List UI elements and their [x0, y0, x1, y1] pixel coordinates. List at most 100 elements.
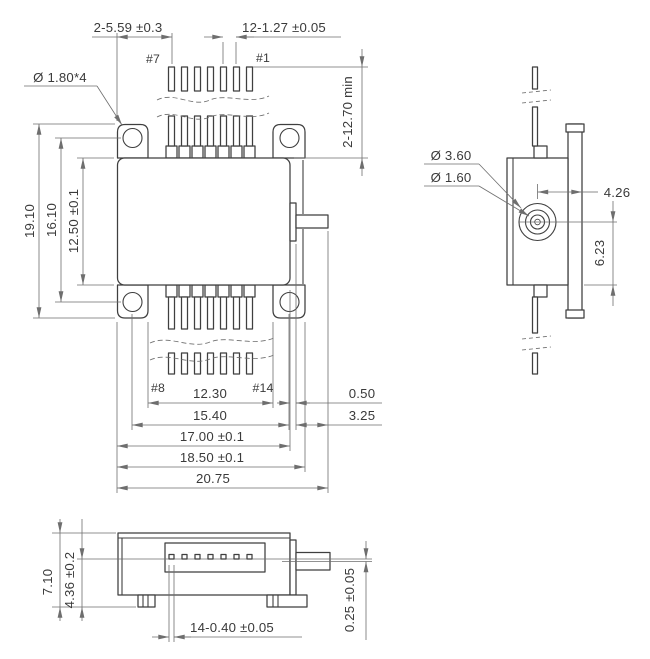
pin — [167, 352, 176, 375]
flange-cap-bottom — [565, 309, 585, 319]
pin-end — [168, 553, 175, 560]
dim-text-port-to-flange: 4.26 — [604, 185, 630, 200]
mount-hole — [122, 291, 143, 313]
pin — [206, 66, 215, 92]
pin — [245, 115, 254, 147]
pin — [219, 296, 228, 330]
pin-seat — [178, 145, 191, 159]
dim-text-flange-width: 19.10 — [22, 204, 37, 238]
fiber-snout — [289, 202, 329, 242]
pin-end — [207, 553, 214, 560]
pin — [232, 296, 241, 330]
pin — [245, 66, 254, 92]
pin — [206, 352, 215, 375]
pin-seat — [165, 284, 178, 298]
dim-text-pin-offset: 2-5.59 ±0.3 — [94, 20, 163, 35]
pin-label-7: #7 — [146, 52, 160, 66]
pin-side — [531, 66, 539, 90]
pin — [167, 115, 176, 147]
pin — [206, 115, 215, 147]
flange-ear-top-right — [272, 123, 306, 159]
pin — [193, 296, 202, 330]
flange-plate — [567, 123, 583, 319]
snout-tube — [295, 214, 329, 229]
pin-side — [531, 296, 539, 334]
dim-text-hole-spacing-v: 16.10 — [44, 203, 59, 237]
pin — [193, 66, 202, 92]
side-view: 4.26 6.23 Ø 3.60 Ø 1.60 — [424, 66, 630, 375]
pin-seat — [191, 145, 204, 159]
side-view-dimensions: 4.26 6.23 Ø 3.60 Ø 1.60 — [424, 148, 630, 306]
pin — [219, 352, 228, 375]
break-line — [521, 346, 552, 351]
dim-text-pin-length: 2-12.70 min — [340, 76, 355, 148]
dim-text-flange-length: 18.50 ±0.1 — [180, 450, 244, 465]
pin — [245, 296, 254, 330]
pin — [232, 66, 241, 92]
pin — [219, 115, 228, 147]
pin-end — [233, 553, 240, 560]
pin-seat-side — [533, 145, 548, 159]
pin — [193, 115, 202, 147]
dim-text-ferrule-inner: Ø 1.60 — [431, 170, 472, 185]
pin-side — [531, 106, 539, 147]
dim-text-total-height: 7.10 — [40, 569, 55, 595]
pin-seat — [204, 145, 217, 159]
break-line — [521, 99, 552, 104]
break-line — [149, 354, 275, 362]
mount-hole — [279, 127, 300, 149]
dim-text-boss-offset: 0.50 — [349, 386, 375, 401]
pin-side — [531, 352, 539, 375]
pin — [167, 296, 176, 330]
pin — [232, 352, 241, 375]
front-view: 7.10 4.36 ±0.2 14-0.40 ±0.05 0.25 ±0.05 — [40, 519, 372, 642]
pin — [206, 296, 215, 330]
pin-seat — [217, 145, 230, 159]
pin — [180, 66, 189, 92]
pin — [180, 352, 189, 375]
top-view-dimensions: 2-5.59 ±0.3 12-1.27 ±0.05 Ø 1.80*4 2-12.… — [22, 20, 382, 493]
pin-label-1: #1 — [256, 51, 270, 65]
package-body — [116, 157, 291, 286]
dim-text-body-width: 12.50 ±0.1 — [66, 189, 81, 253]
break-line — [149, 337, 275, 345]
dim-text-mount-hole: Ø 1.80*4 — [33, 70, 87, 85]
pin-seat — [204, 284, 217, 298]
snout-base — [289, 202, 297, 242]
flange-cap-top — [565, 123, 585, 133]
leader-line — [96, 85, 123, 126]
top-view: 2-5.59 ±0.3 12-1.27 ±0.05 Ø 1.80*4 2-12.… — [22, 20, 382, 493]
pin — [245, 352, 254, 375]
flange-foot-right — [266, 594, 308, 608]
pin — [180, 115, 189, 147]
pin-end — [220, 553, 227, 560]
pin-seat — [165, 145, 178, 159]
pin-end — [194, 553, 201, 560]
pin-label-8: #8 — [151, 381, 165, 395]
pin-seat — [243, 284, 256, 298]
leader-line — [478, 185, 530, 217]
pin — [193, 352, 202, 375]
break-line — [521, 335, 552, 340]
flange-ear-bottom-left — [116, 284, 149, 319]
dim-text-pin-span: 12.30 — [193, 386, 227, 401]
dim-text-centerline-offset: 0.25 ±0.05 — [342, 568, 357, 632]
pin-end — [246, 553, 253, 560]
package-body-side — [506, 157, 569, 286]
mount-hole — [279, 291, 300, 313]
break-line — [156, 95, 270, 103]
dim-text-pin-width: 12-1.27 ±0.05 — [242, 20, 326, 35]
pin — [219, 66, 228, 92]
flange-ear-bottom-right — [272, 284, 306, 319]
front-view-dimensions: 7.10 4.36 ±0.2 14-0.40 ±0.05 0.25 ±0.05 — [40, 519, 369, 642]
pin-row-upper — [156, 66, 270, 159]
pin-seat-side — [533, 284, 548, 298]
flange-ear-top-left — [116, 123, 149, 159]
mount-hole — [122, 127, 143, 149]
leader-line — [478, 163, 522, 209]
break-line — [521, 89, 552, 94]
dim-text-body-length: 17.00 ±0.1 — [180, 429, 244, 444]
pin-ends — [168, 553, 253, 560]
